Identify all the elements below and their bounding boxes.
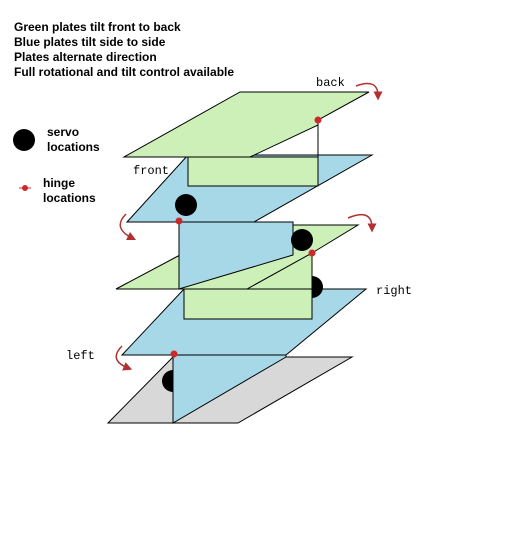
- right-label: right: [376, 284, 412, 298]
- hinge-legend-label-2: locations: [43, 191, 96, 205]
- back-label: back: [316, 76, 345, 90]
- hinge-marker: [175, 217, 183, 225]
- servo-marker: [175, 194, 197, 216]
- servo-legend-icon: [13, 129, 35, 151]
- hinge-marker: [170, 350, 178, 358]
- hinge-marker: [314, 116, 322, 124]
- servo-legend-label-2: locations: [47, 140, 100, 154]
- tilt-arrow-left-upper: [119, 213, 137, 241]
- front-label: front: [133, 164, 169, 178]
- green-plate-top: [122, 91, 370, 158]
- description-block: Green plates tilt front to back Blue pla…: [14, 20, 234, 79]
- tilt-arrow-left-lower: [115, 345, 133, 371]
- description-line: Green plates tilt front to back: [14, 20, 181, 34]
- tilt-arrow-back: [355, 82, 383, 101]
- description-line: Full rotational and tilt control availab…: [14, 65, 234, 79]
- servo-marker: [291, 229, 313, 251]
- description-line: Blue plates tilt side to side: [14, 35, 166, 49]
- tilt-arrow-right-upper: [347, 213, 377, 233]
- green-riser-top: [187, 156, 319, 187]
- hinge-legend-label-1: hinge: [43, 176, 75, 190]
- servo-legend-label-1: servo: [47, 125, 79, 139]
- legend: servo locations hinge locations: [13, 125, 100, 205]
- hinge-marker: [308, 249, 316, 257]
- description-line: Plates alternate direction: [14, 50, 157, 64]
- green-riser-middle-face: [183, 288, 313, 320]
- left-label: left: [66, 349, 95, 363]
